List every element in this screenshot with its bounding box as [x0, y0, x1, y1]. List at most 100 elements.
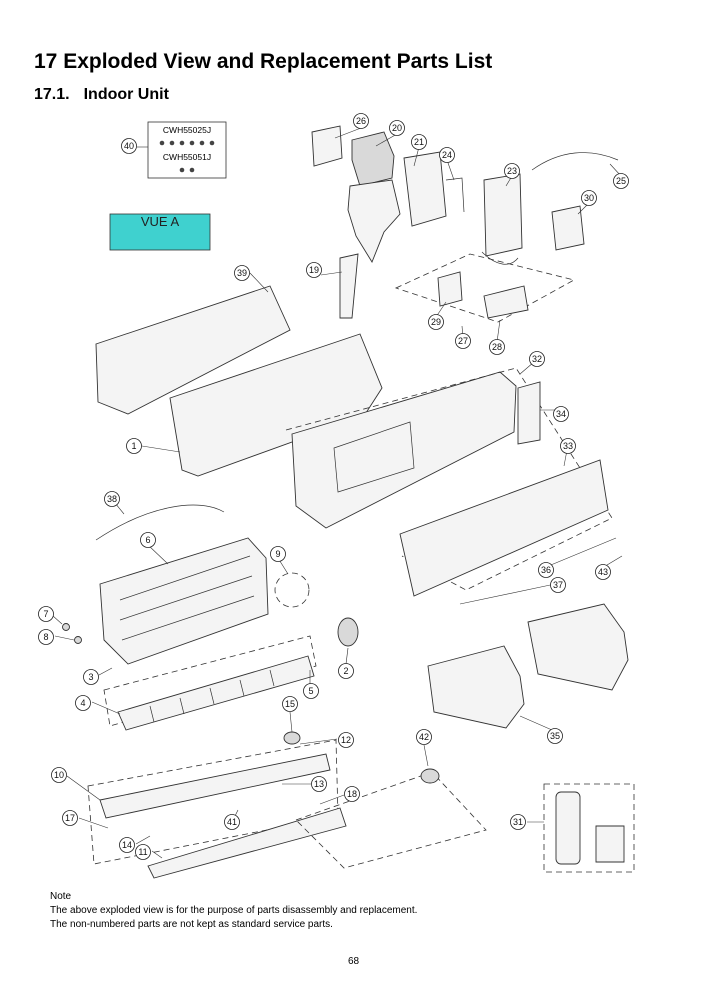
- svg-text:6: 6: [145, 535, 150, 545]
- note-title: Note: [50, 891, 72, 902]
- callout-25: 25: [613, 173, 629, 189]
- svg-text:8: 8: [43, 632, 48, 642]
- svg-text:27: 27: [458, 336, 468, 346]
- svg-text:30: 30: [584, 193, 594, 203]
- callout-12: 12: [338, 732, 354, 748]
- callout-32: 32: [529, 351, 545, 367]
- callout-20: 20: [389, 120, 405, 136]
- svg-text:20: 20: [392, 123, 402, 133]
- part-remote-control: [555, 791, 581, 865]
- callout-7: 7: [38, 606, 54, 622]
- screw-box-label-top: CWH55025J: [163, 125, 211, 135]
- note-line-2: The non-numbered parts are not kept as s…: [50, 919, 333, 930]
- svg-text:24: 24: [442, 150, 452, 160]
- svg-text:11: 11: [138, 847, 147, 857]
- callout-15: 15: [282, 696, 298, 712]
- callout-27: 27: [455, 333, 471, 349]
- callout-30: 30: [581, 190, 597, 206]
- part-discharge-grille: [99, 753, 331, 819]
- svg-text:9: 9: [275, 549, 280, 559]
- part-rear-panel: [95, 285, 291, 415]
- callout-3: 3: [83, 669, 99, 685]
- part-sensor-wire: [531, 152, 619, 171]
- part-grille-vents: [333, 421, 415, 493]
- svg-text:21: 21: [414, 137, 424, 147]
- svg-text:36: 36: [541, 565, 551, 575]
- svg-text:10: 10: [54, 770, 64, 780]
- callout-5: 5: [303, 683, 319, 699]
- part-screw-8: [74, 636, 82, 644]
- page-number: 68: [347, 956, 360, 967]
- section-title: Indoor Unit: [83, 86, 169, 103]
- svg-text:1: 1: [131, 441, 136, 451]
- part-pcb-wire: [481, 251, 519, 265]
- part-evaporator: [99, 537, 269, 665]
- callout-10: 10: [51, 767, 67, 783]
- part-control-board-holder: [403, 151, 447, 227]
- part-terminal-28: [483, 285, 529, 319]
- callout-37: 37: [550, 577, 566, 593]
- part-remote-holder: [595, 825, 625, 863]
- callout-42: 42: [416, 729, 432, 745]
- callout-31: 31: [510, 814, 526, 830]
- part-terminal-board: [551, 205, 585, 251]
- svg-text:17: 17: [65, 813, 75, 823]
- part-cross-flow-fan: [117, 655, 315, 731]
- section-number: 17.1.: [34, 86, 70, 103]
- svg-text:33: 33: [563, 441, 573, 451]
- part-holder-19: [339, 253, 359, 319]
- svg-text:25: 25: [616, 176, 626, 186]
- svg-text:41: 41: [227, 817, 237, 827]
- callout-34: 34: [553, 406, 569, 422]
- callout-2: 2: [338, 663, 354, 679]
- part-terminal-cover: [311, 125, 343, 167]
- part-cover-34: [517, 381, 541, 445]
- callout-6: 6: [140, 532, 156, 548]
- svg-text:37: 37: [553, 580, 563, 590]
- callout-33: 33: [560, 438, 576, 454]
- callout-1: 1: [126, 438, 142, 454]
- callout-13: 13: [311, 776, 327, 792]
- part-air-filter-left: [427, 645, 525, 729]
- svg-text:12: 12: [341, 735, 351, 745]
- vue-a-label-box: VUE A: [109, 213, 211, 251]
- part-air-filter-right: [527, 603, 629, 691]
- callout-35: 35: [547, 728, 563, 744]
- callout-36: 36: [538, 562, 554, 578]
- part-drain-hose: [95, 504, 225, 541]
- callout-38: 38: [104, 491, 120, 507]
- svg-text:39: 39: [237, 268, 247, 278]
- callout-40: 40: [121, 138, 137, 154]
- callout-11: 11: [135, 844, 151, 860]
- note-line-1: The above exploded view is for the purpo…: [50, 905, 418, 916]
- part-stepping-motor: [420, 768, 440, 784]
- svg-text:5: 5: [308, 686, 313, 696]
- svg-text:31: 31: [513, 817, 523, 827]
- svg-text:35: 35: [550, 731, 560, 741]
- part-fan-motor: [337, 617, 359, 647]
- part-bracket-24: [445, 177, 465, 213]
- callout-26: 26: [353, 113, 369, 129]
- svg-text:32: 32: [532, 354, 542, 364]
- svg-text:34: 34: [556, 409, 566, 419]
- svg-text:38: 38: [107, 494, 117, 504]
- callout-18: 18: [344, 786, 360, 802]
- callout-4: 4: [75, 695, 91, 711]
- callout-43: 43: [595, 564, 611, 580]
- svg-text:4: 4: [80, 698, 85, 708]
- part-bearing: [283, 731, 301, 745]
- part-evaporator-fins: [119, 555, 255, 641]
- svg-text:14: 14: [122, 840, 132, 850]
- svg-text:29: 29: [431, 317, 441, 327]
- svg-text:19: 19: [309, 265, 319, 275]
- callout-28: 28: [489, 339, 505, 355]
- vue-a-label: VUE A: [141, 214, 180, 229]
- part-pcb-29: [437, 271, 463, 307]
- callout-19: 19: [306, 262, 322, 278]
- callout-24: 24: [439, 147, 455, 163]
- detail-circle-9: [274, 572, 310, 608]
- svg-text:3: 3: [88, 672, 93, 682]
- callout-14: 14: [119, 837, 135, 853]
- svg-text:18: 18: [347, 789, 357, 799]
- callout-17: 17: [62, 810, 78, 826]
